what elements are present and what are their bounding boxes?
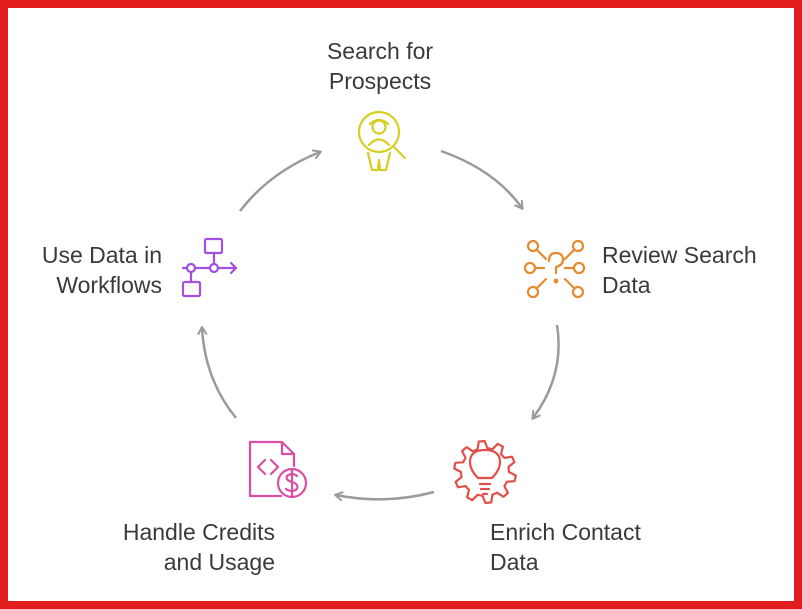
step-label-line: Prospects (328, 68, 432, 94)
step-label-credits: Handle Credits and Usage (75, 517, 275, 577)
search-prospect-icon (357, 110, 407, 172)
step-label-line: Data (602, 272, 651, 298)
step-label-line: Workflows (56, 272, 162, 298)
step-label-line: Handle Credits (122, 519, 275, 545)
arrow-review-to-enrich (531, 324, 560, 420)
code-file-dollar-icon (248, 440, 308, 499)
step-label-enrich: Enrich Contact Data (490, 517, 641, 577)
step-label-line: Data (490, 549, 539, 575)
step-label-workflows: Use Data in Workflows (12, 240, 162, 300)
workflow-icon (181, 237, 238, 298)
step-label-line: Review Search (602, 242, 757, 268)
network-question-icon (523, 239, 586, 299)
arrow-enrich-to-handle (334, 490, 435, 502)
step-label-line: Enrich Contact (490, 519, 641, 545)
step-label-line: Search for (326, 38, 434, 64)
step-label-line: and Usage (163, 549, 275, 575)
arrow-search-to-review (440, 149, 524, 210)
step-label-search: Search for Prospects (300, 36, 460, 96)
step-label-line: Use Data in (41, 242, 162, 268)
gear-lightbulb-icon (453, 439, 517, 505)
arrow-workflow-to-search (239, 149, 322, 212)
arrow-handle-to-workflow (197, 326, 237, 419)
step-label-review: Review Search Data (602, 240, 757, 300)
